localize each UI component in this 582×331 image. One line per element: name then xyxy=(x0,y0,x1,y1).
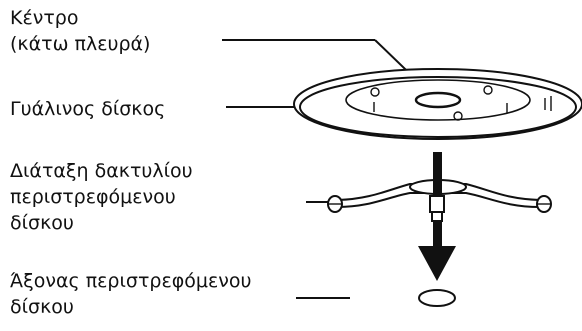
label-roller-ring-line3: δίσκου xyxy=(10,212,74,234)
label-glass-tray: Γυάλινος δίσκος xyxy=(10,96,165,122)
label-center-line1: Κέντρο xyxy=(10,7,79,29)
label-shaft-line2: δίσκου xyxy=(10,296,74,318)
label-turntable-shaft: Άξονας περιστρεφόμενου δίσκου xyxy=(10,268,251,320)
label-glass-tray-line1: Γυάλινος δίσκος xyxy=(10,98,166,120)
glass-tray-icon xyxy=(293,68,582,140)
turntable-shaft-icon xyxy=(418,289,456,307)
label-roller-ring: Διάταξη δακτυλίου περιστρεφόμενου δίσκου xyxy=(10,158,193,236)
label-roller-ring-line2: περιστρεφόμενου xyxy=(10,186,176,208)
label-shaft-line1: Άξονας περιστρεφόμενου xyxy=(10,270,252,292)
label-center: Κέντρο (κάτω πλευρά) xyxy=(10,5,150,57)
label-center-line2: (κάτω πλευρά) xyxy=(10,33,151,55)
label-roller-ring-line1: Διάταξη δακτυλίου xyxy=(10,160,193,182)
arrow-head-icon xyxy=(418,246,456,281)
